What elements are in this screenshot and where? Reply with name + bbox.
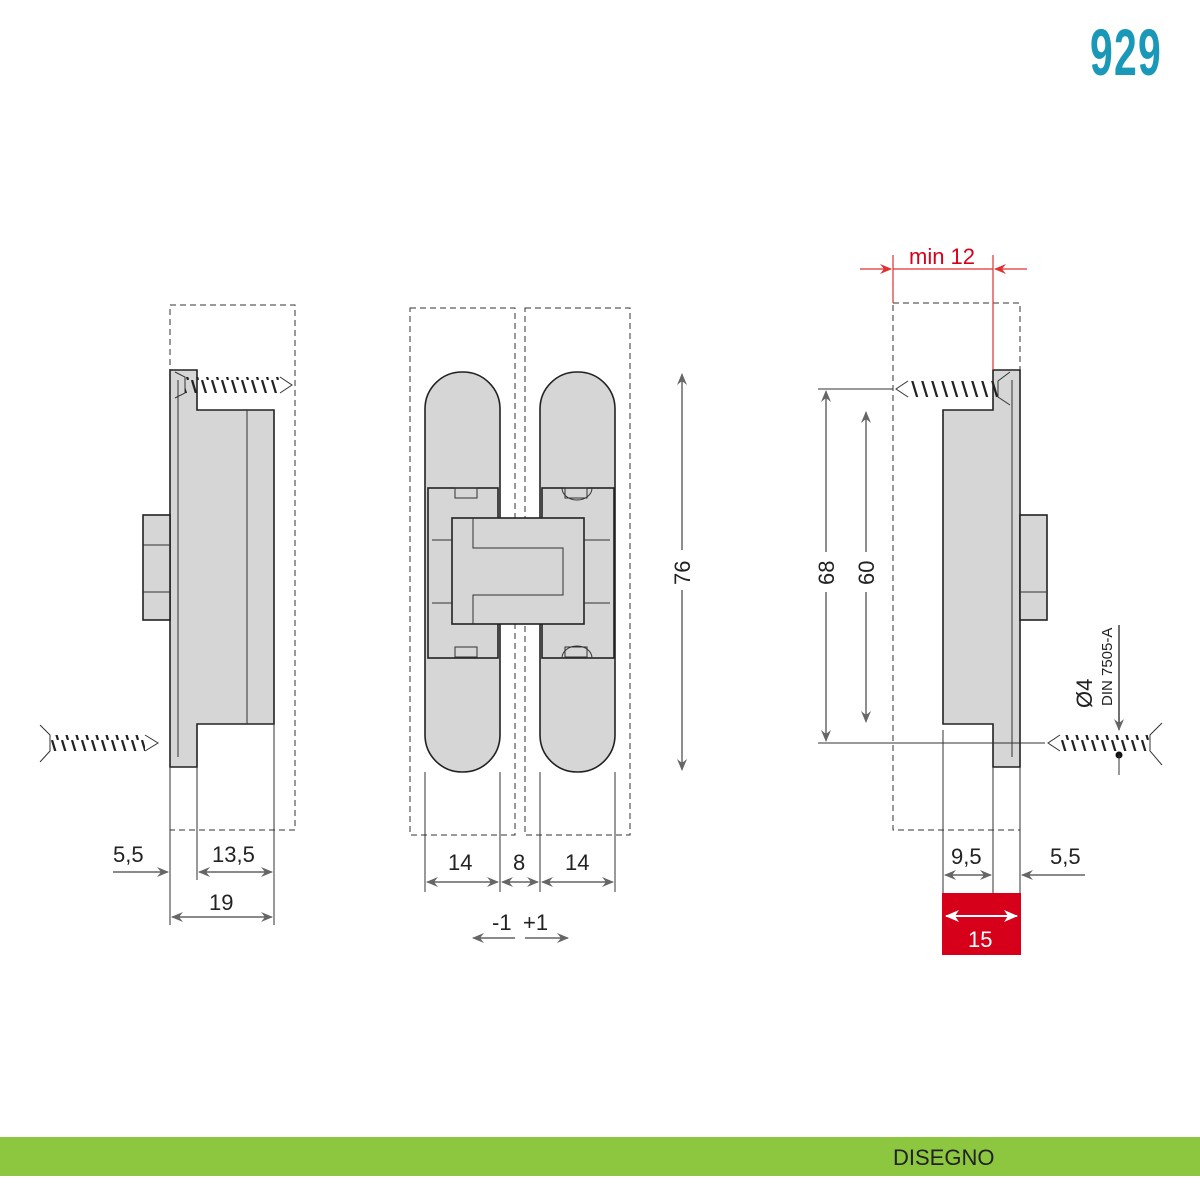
dim-19: 19 — [209, 890, 233, 915]
screw-icon — [174, 371, 293, 399]
left-side-view: 5,5 13,5 19 — [39, 304, 296, 925]
screw-icon — [39, 724, 159, 763]
footer-label: DISEGNO — [893, 1145, 995, 1170]
front-view: 14 8 14 -1 +1 76 — [409, 307, 695, 943]
brand-logo: 929 — [1090, 15, 1162, 89]
dim-15: 15 — [968, 927, 992, 952]
footer-bar: DISEGNO — [0, 1137, 1200, 1176]
screw-standard: DIN 7505-A — [1099, 628, 1116, 706]
dim-8: 8 — [513, 850, 525, 875]
dim-5-5-right: 5,5 — [1050, 844, 1081, 869]
dim-60: 60 — [854, 561, 879, 585]
dim-9-5: 9,5 — [951, 844, 982, 869]
screw-icon — [895, 371, 1011, 406]
right-side-view: Ø4 DIN 7505-A 68 60 min 12 9,5 5,5 15 — [814, 244, 1163, 955]
dim-5-5: 5,5 — [113, 842, 144, 867]
highlight-box — [942, 893, 1021, 955]
tolerance-plus: +1 — [523, 910, 548, 935]
dim-14-left: 14 — [448, 850, 472, 875]
tolerance-minus: -1 — [492, 910, 512, 935]
screw-icon — [1047, 722, 1163, 775]
dim-13-5: 13,5 — [212, 842, 255, 867]
dim-14-right: 14 — [565, 850, 589, 875]
screw-diameter: Ø4 — [1072, 679, 1097, 708]
dim-min-12: min 12 — [909, 244, 975, 269]
dim-76: 76 — [670, 561, 695, 585]
dim-68: 68 — [814, 561, 839, 585]
